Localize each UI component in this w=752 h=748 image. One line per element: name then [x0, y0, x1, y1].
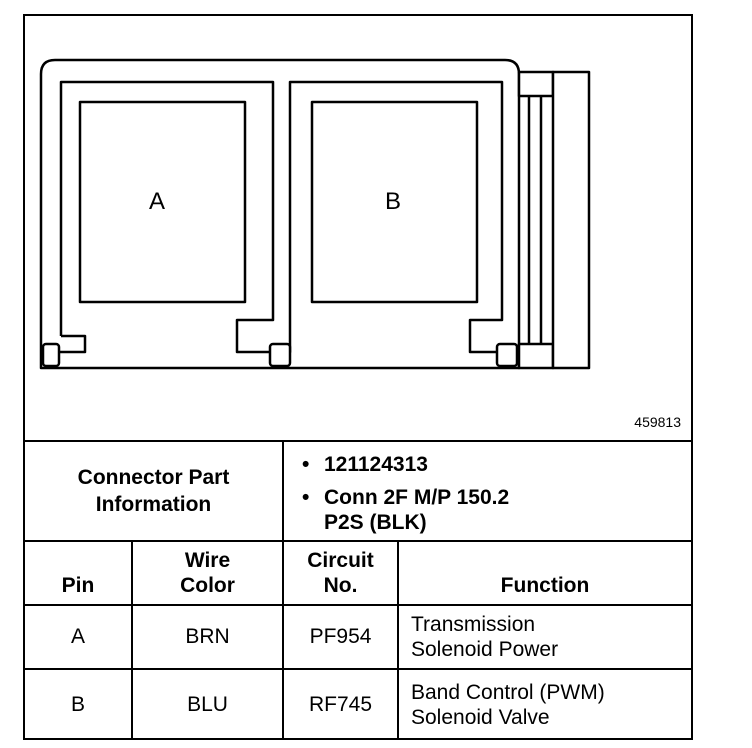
- header-pin: Pin: [25, 540, 133, 606]
- connector-figure: A B 459813 Connector Part Information •1…: [23, 14, 693, 740]
- header-function: Function: [396, 540, 692, 606]
- connector-drawing: A B 459813: [25, 16, 691, 440]
- info-bullet-2-cont: P2S (BLK): [324, 511, 427, 534]
- cavity-label-b: B: [385, 188, 402, 215]
- connector-outline: [39, 58, 591, 370]
- info-bullet-1: •121124313: [302, 453, 428, 476]
- table-row: B BLU RF745 Band Control (PWM)Solenoid V…: [25, 668, 692, 739]
- figure-number: 459813: [634, 414, 681, 430]
- cavity-label-a: A: [149, 188, 166, 215]
- info-bullet-2: •Conn 2F M/P 150.2: [302, 486, 510, 509]
- info-row: Connector Part Information •121124313 •C…: [25, 440, 692, 542]
- circuit-cell: RF745: [282, 668, 399, 739]
- pin-cell: A: [25, 604, 133, 670]
- info-list: •121124313 •Conn 2F M/P 150.2 P2S (BLK): [281, 440, 692, 542]
- function-cell: Band Control (PWM)Solenoid Valve: [396, 668, 692, 739]
- pin-cell: B: [25, 668, 133, 739]
- info-title: Connector Part Information: [25, 440, 284, 542]
- wire-color-cell: BLU: [131, 668, 284, 739]
- wire-color-cell: BRN: [131, 604, 284, 670]
- connector-table: Connector Part Information •121124313 •C…: [25, 440, 692, 739]
- circuit-cell: PF954: [282, 604, 399, 670]
